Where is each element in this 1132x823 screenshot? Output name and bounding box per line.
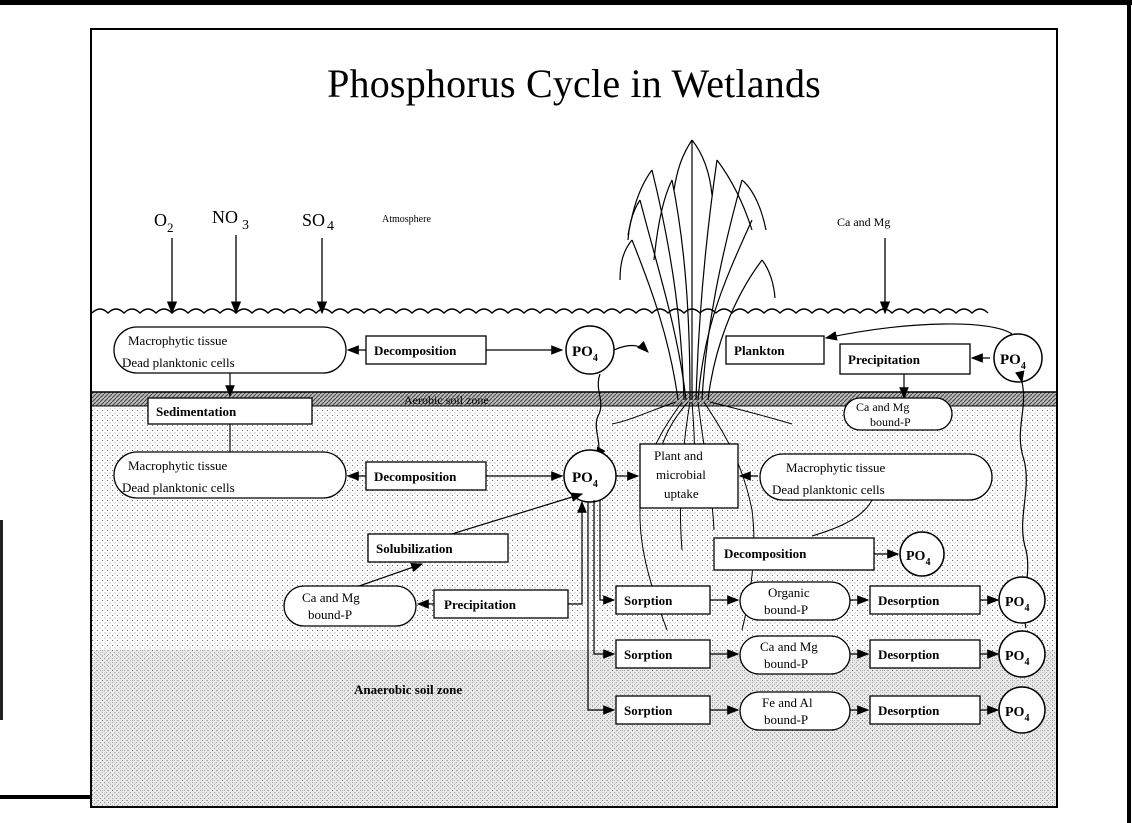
aerobic-soil-zone-label: Aerobic soil zone	[404, 393, 489, 407]
dead-planktonic-label-right: Dead planktonic cells	[772, 482, 885, 497]
decomposition-label-mid: Decomposition	[374, 469, 457, 484]
water-column-processes: Macrophytic tissue Dead planktonic cells…	[114, 324, 1042, 398]
dead-planktonic-label-mid: Dead planktonic cells	[122, 480, 235, 495]
sedimentation-label: Sedimentation	[156, 404, 237, 419]
left-edge-mark	[0, 520, 3, 720]
solubilization-label: Solubilization	[376, 541, 453, 556]
macrophytic-tissue-label-top: Macrophytic tissue	[128, 333, 228, 348]
plant-uptake-label-3: uptake	[664, 486, 699, 501]
precipitation-label-top: Precipitation	[848, 352, 921, 367]
organic-bound-label-1: Organic	[768, 585, 810, 600]
macrophytic-tissue-label-right: Macrophytic tissue	[786, 460, 886, 475]
desorption-label-3: Desorption	[878, 703, 940, 718]
ca-mg-bound-label-aerobic-2: bound-P	[870, 415, 911, 429]
dead-planktonic-label-top: Dead planktonic cells	[122, 355, 235, 370]
ca-mg-bound-label-left-1: Ca and Mg	[302, 590, 360, 605]
organic-bound-label-2: bound-P	[764, 602, 808, 617]
decomposition-label-top: Decomposition	[374, 343, 457, 358]
sorption-label-3: Sorption	[624, 703, 673, 718]
camg-bound-label-2: bound-P	[764, 656, 808, 671]
top-border-rule	[0, 0, 1132, 5]
o2-label: O2	[154, 210, 174, 235]
slide: Phosphorus Cycle in Wetlands	[90, 28, 1058, 808]
ca-mg-bound-label-left-2: bound-P	[308, 607, 352, 622]
feal-bound-label-1: Fe and Al	[762, 695, 813, 710]
precipitation-label-left: Precipitation	[444, 597, 517, 612]
right-border-rule	[1127, 0, 1131, 823]
anaerobic-soil-zone-label: Anaerobic soil zone	[354, 682, 462, 697]
water-surface-wave	[92, 309, 988, 313]
plant-uptake-label-1: Plant and	[654, 448, 703, 463]
desorption-label-2: Desorption	[878, 647, 940, 662]
ca-mg-bound-label-aerobic-1: Ca and Mg	[856, 400, 909, 414]
soil-dense-stipple	[92, 650, 1056, 806]
feal-bound-label-2: bound-P	[764, 712, 808, 727]
camg-bound-label-1: Ca and Mg	[760, 639, 818, 654]
desorption-label-1: Desorption	[878, 593, 940, 608]
plankton-label: Plankton	[734, 343, 785, 358]
ca-mg-input-label: Ca and Mg	[837, 215, 890, 229]
plant-uptake-label-2: microbial	[656, 467, 706, 482]
decomposition-label-right: Decomposition	[724, 546, 807, 561]
atmosphere-label: Atmosphere	[382, 214, 431, 225]
macrophytic-tissue-label-mid: Macrophytic tissue	[128, 458, 228, 473]
sorption-label-2: Sorption	[624, 647, 673, 662]
sorption-label-1: Sorption	[624, 593, 673, 608]
